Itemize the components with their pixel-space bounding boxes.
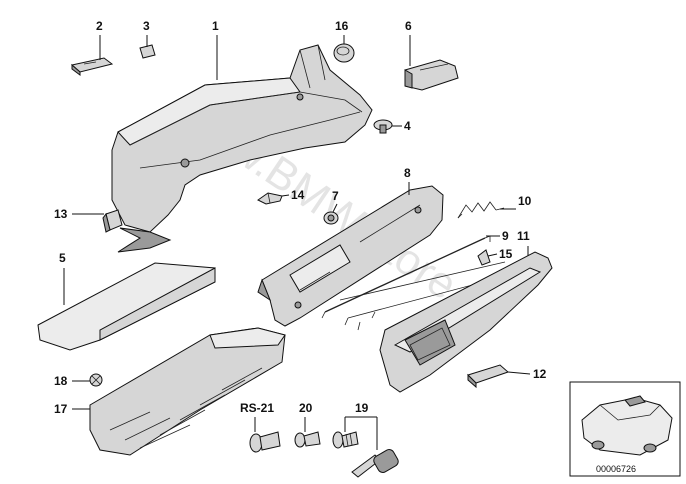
part-7-grommet	[323, 211, 339, 225]
callout-7: 7	[332, 189, 339, 203]
document-number: 00006726	[596, 464, 636, 474]
callout-15: 15	[499, 247, 513, 261]
callout-19: 19	[355, 401, 369, 415]
part-1-glovebox-housing	[111, 44, 373, 253]
part-11-outer-lid	[379, 251, 553, 393]
part-19-screw	[332, 431, 359, 449]
callout-18: 18	[54, 374, 68, 388]
leader-lines	[63, 35, 531, 450]
callout-3: 3	[143, 19, 150, 33]
callout-6: 6	[405, 19, 412, 33]
callout-11: 11	[517, 229, 530, 243]
part-rs21-expanding-rivet	[249, 431, 281, 453]
part-20-rivet	[294, 431, 321, 448]
part-18-round-clip	[89, 373, 103, 387]
part-12-trim-cap	[467, 364, 509, 389]
callout-20: 20	[299, 401, 313, 415]
callout-2: 2	[96, 19, 103, 33]
part-2-latch-plate	[70, 57, 114, 76]
callout-rs21: RS-21	[240, 401, 274, 415]
part-13-clip	[102, 209, 123, 233]
callout-12: 12	[533, 367, 547, 381]
callout-16: 16	[335, 19, 349, 33]
part-5-liner-mat	[37, 262, 216, 351]
part-19-key	[351, 449, 399, 478]
part-8-inner-lid-panel	[257, 185, 444, 327]
inset-car-thumbnail: 00006726	[569, 381, 681, 477]
callout-9: 9	[502, 229, 509, 243]
part-3-clip	[139, 44, 156, 59]
callout-4: 4	[404, 119, 411, 133]
callout-14: 14	[291, 188, 305, 202]
part-15-latch-clip	[477, 249, 491, 266]
callout-8: 8	[404, 166, 411, 180]
part-6-lock-cover	[404, 59, 459, 91]
part-16-round-cap	[333, 43, 355, 63]
part-14-pin	[257, 192, 283, 205]
part-4-push-fastener	[373, 119, 393, 134]
part-17-lower-tray	[89, 327, 286, 456]
callout-5: 5	[59, 251, 66, 265]
callout-1: 1	[212, 19, 219, 33]
callout-10: 10	[518, 194, 532, 208]
callout-13: 13	[54, 207, 68, 221]
callout-17: 17	[54, 402, 68, 416]
part-10-spring	[457, 201, 505, 219]
